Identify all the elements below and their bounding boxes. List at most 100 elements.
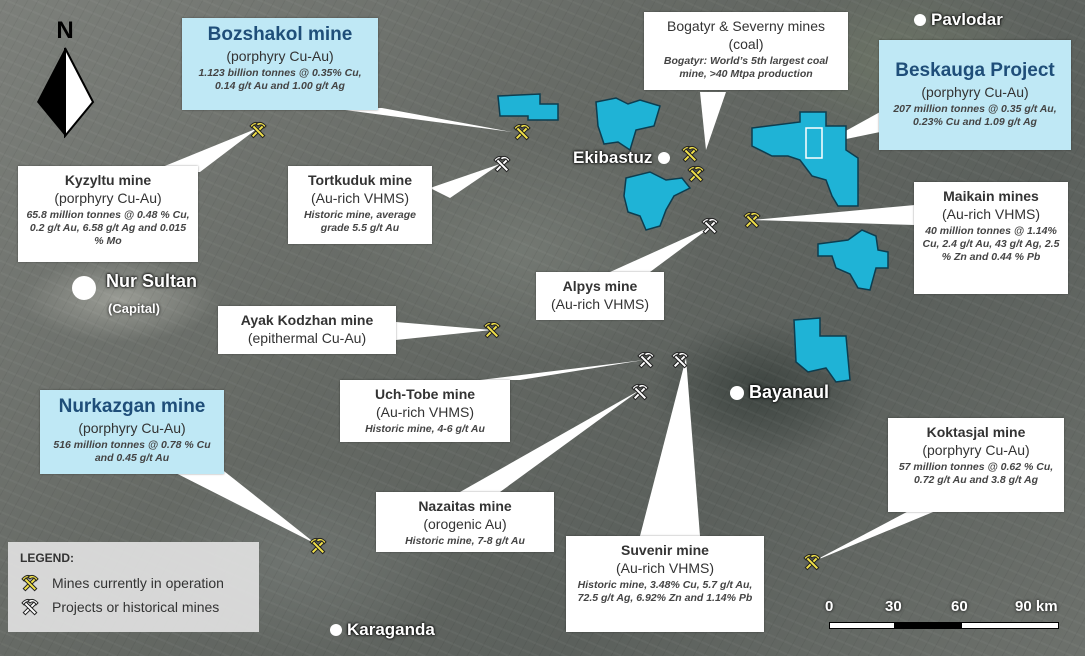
mine-marker-uch-tobe[interactable] (636, 350, 656, 370)
mine-note: Historic mine, 7-8 g/t Au (405, 535, 525, 547)
north-label: N (56, 18, 73, 44)
mine-name: Maikain mines (943, 188, 1039, 204)
mine-marker-suvenir[interactable] (670, 350, 690, 370)
operating-mine-icon (21, 574, 39, 592)
operating-mine-icon (249, 121, 267, 139)
capital-marker (72, 276, 96, 300)
leader-alpys (610, 226, 712, 272)
operating-mine-icon (681, 145, 699, 163)
licence-area-inset (805, 127, 823, 159)
leader-bozshakol (330, 108, 512, 132)
mine-marker-kyzyltu[interactable] (248, 120, 268, 140)
scale-label-30: 30 (885, 598, 902, 615)
mine-marker-koktasjal[interactable] (802, 552, 822, 572)
scale-segment (895, 622, 961, 629)
mine-name: Ayak Kodzhan mine (240, 312, 374, 328)
mine-marker-nurkazgan[interactable] (308, 536, 328, 556)
licence-area-4 (751, 111, 859, 207)
mine-note: Historic mine, 4-6 g/t Au (365, 423, 485, 435)
callout-nurkazgan[interactable]: Nurkazgan mine (porphyry Cu-Au) 516 mill… (40, 390, 224, 474)
historical-mine-icon (701, 217, 719, 235)
north-arrow-icon: N (37, 17, 95, 139)
north-arrow: N (34, 17, 96, 143)
mine-type: (epithermal Cu-Au) (247, 330, 367, 346)
operating-mine-icon (687, 165, 705, 183)
callout-ayak-kodzhan[interactable]: Ayak Kodzhan mine (epithermal Cu-Au) (218, 306, 396, 354)
legend: LEGEND: Mines currently in operation (8, 542, 259, 632)
legend-row-historical: Projects or historical mines (20, 595, 247, 619)
city-label: Karaganda (347, 620, 435, 639)
scale-label-90: 90 km (1015, 598, 1058, 615)
scale-label-0: 0 (825, 598, 834, 615)
mine-name: Beskauga Project (895, 60, 1055, 81)
mine-marker-tortkuduk[interactable] (492, 154, 512, 174)
callout-bozshakol[interactable]: Bozshakol mine (porphyry Cu-Au) 1.123 bi… (182, 18, 378, 110)
mine-name: Kyzyltu mine (64, 172, 152, 188)
leader-tortkuduk (430, 164, 500, 198)
legend-operating-label: Mines currently in operation (52, 575, 224, 591)
mine-marker-nazaitas[interactable] (630, 382, 650, 402)
legend-title: LEGEND: (20, 551, 74, 565)
callout-beskauga[interactable]: Beskauga Project (porphyry Cu-Au) 207 mi… (879, 40, 1071, 150)
mine-note: 40 million tonnes @ 1.14% Cu, 2.4 g/t Au… (922, 225, 1060, 263)
mine-type: (porphyry Cu-Au) (922, 442, 1030, 458)
mine-marker-bogatyr-1[interactable] (680, 144, 700, 164)
mine-marker-maikain[interactable] (742, 210, 762, 230)
mine-note: Historic mine, average grade 5.5 g/t Au (303, 209, 417, 234)
mine-note: Historic mine, 3.48% Cu, 5.7 g/t Au, 72.… (577, 579, 753, 604)
leader-ayak (396, 322, 492, 340)
licence-area-3 (623, 171, 692, 231)
mine-type: (porphyry Cu-Au) (226, 48, 334, 64)
mine-name: Bozshakol mine (207, 24, 353, 45)
city-marker (730, 385, 744, 400)
operating-mine-icon (513, 123, 531, 141)
historical-mine-icon (637, 351, 655, 369)
callout-tortkuduk[interactable]: Tortkuduk mine (Au-rich VHMS) Historic m… (288, 166, 432, 244)
mine-name: Suvenir mine (621, 542, 709, 558)
callout-koktasjal[interactable]: Koktasjal mine (porphyry Cu-Au) 57 milli… (888, 418, 1064, 512)
mine-note: 1.123 billion tonnes @ 0.35% Cu, 0.14 g/… (198, 67, 362, 92)
callout-alpys[interactable]: Alpys mine (Au-rich VHMS) (536, 272, 664, 320)
historical-mine-icon (631, 383, 649, 401)
mine-marker-bogatyr-2[interactable] (686, 164, 706, 184)
mine-marker-alpys[interactable] (700, 216, 720, 236)
callout-maikain[interactable]: Maikain mines (Au-rich VHMS) 40 million … (914, 182, 1068, 294)
mine-marker-ayak-kodzhan[interactable] (482, 320, 502, 340)
operating-mine-icon (803, 553, 821, 571)
callout-suvenir[interactable]: Suvenir mine (Au-rich VHMS) Historic min… (566, 536, 764, 632)
mine-type: (coal) (728, 36, 764, 52)
licence-area-1 (497, 93, 559, 121)
leader-suvenir (640, 358, 700, 536)
historical-mine-icon (493, 155, 511, 173)
leader-koktasjal (812, 505, 950, 562)
mine-note: 207 million tonnes @ 0.35 g/t Au, 0.23% … (893, 103, 1057, 128)
operating-mine-icon (309, 537, 327, 555)
mine-name: Nurkazgan mine (58, 396, 206, 417)
leader-lines (150, 92, 950, 562)
operating-mine-icon (743, 211, 761, 229)
mine-name: Nazaitas mine (418, 498, 512, 514)
leader-uchtobe (480, 360, 644, 380)
leader-bogatyr (700, 92, 726, 150)
leader-kyzyltu (150, 128, 258, 172)
licence-area-6 (793, 317, 851, 383)
mine-note: Bogatyr: World’s 5th largest coal mine, … (663, 55, 829, 80)
historical-mine-icon (671, 351, 689, 369)
callout-kyzyltu[interactable]: Kyzyltu mine (porphyry Cu-Au) 65.8 milli… (18, 166, 198, 262)
callout-uch-tobe[interactable]: Uch-Tobe mine (Au-rich VHMS) Historic mi… (340, 380, 510, 442)
leader-nazaitas (460, 390, 640, 492)
mine-name: Alpys mine (562, 278, 638, 294)
mine-marker-bozshakol[interactable] (512, 122, 532, 142)
mine-type: (Au-rich VHMS) (375, 404, 474, 420)
mine-name: Uch-Tobe mine (374, 386, 476, 402)
legend-row-operating: Mines currently in operation (20, 571, 247, 595)
callout-nazaitas[interactable]: Nazaitas mine (orogenic Au) Historic min… (376, 492, 554, 552)
mine-type: (Au-rich VHMS) (615, 560, 714, 576)
city-label: Ekibastuz (573, 148, 653, 167)
leader-nurkazgan (150, 460, 316, 544)
mine-note: 65.8 million tonnes @ 0.48 % Cu, 0.2 g/t… (26, 209, 190, 247)
mine-name: Bogatyr & Severny mines (667, 18, 825, 34)
callout-bogatyr[interactable]: Bogatyr & Severny mines (coal) Bogatyr: … (644, 12, 848, 90)
